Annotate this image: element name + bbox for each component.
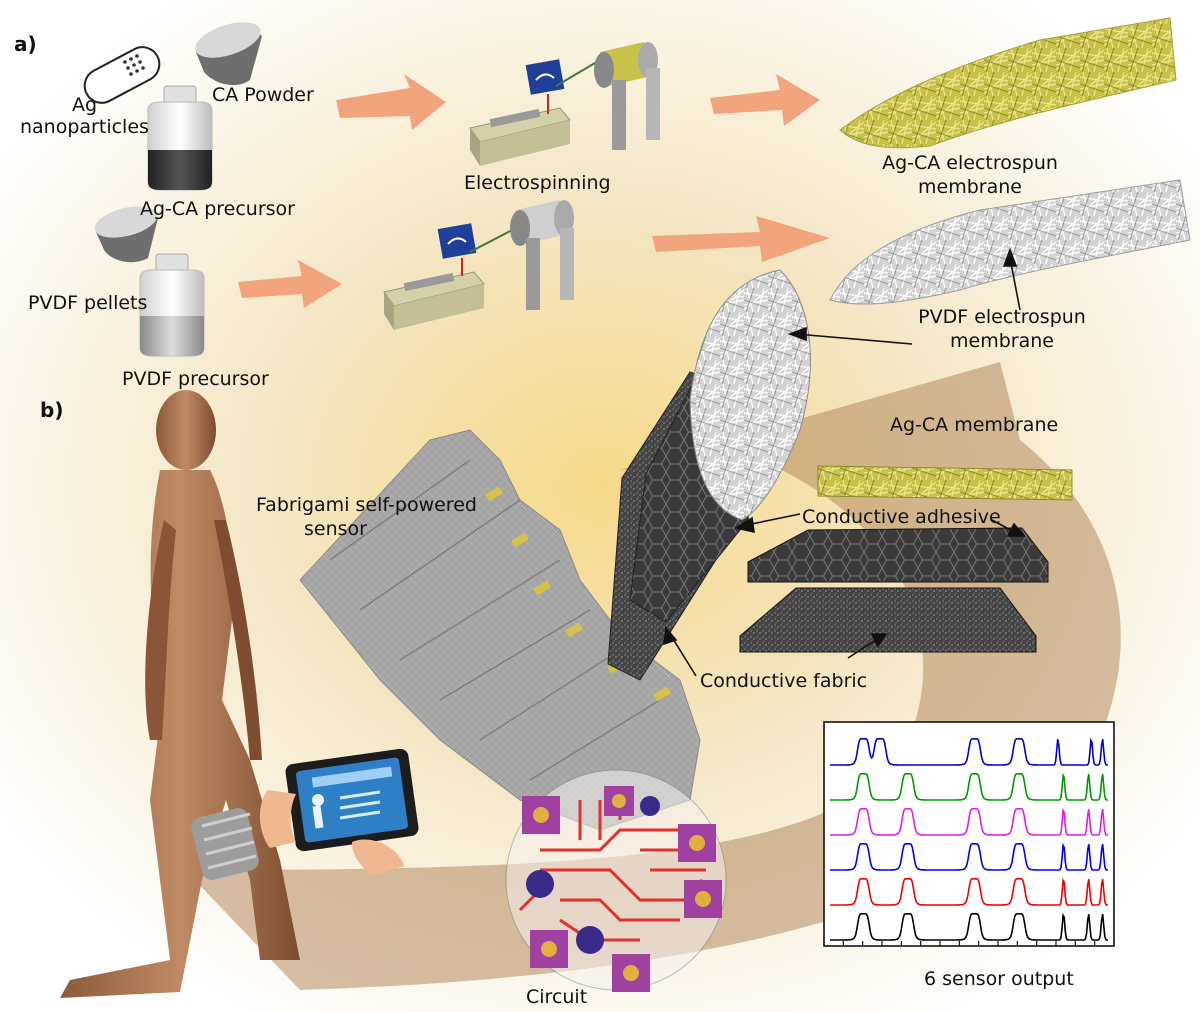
label-six-sensor-output: 6 sensor output: [924, 968, 1074, 990]
electrospinning-setup-bottom: [383, 200, 574, 330]
label-ag-ca-electrospun: Ag-CA electrospun: [882, 152, 1058, 174]
label-pvdf-pellets: PVDF pellets: [28, 292, 148, 314]
label-conductive-adhesive: Conductive adhesive: [802, 506, 1001, 528]
label-conductive-fabric: Conductive fabric: [700, 670, 868, 692]
tablet-device: [260, 748, 419, 876]
sensor-trace-5: [830, 877, 1108, 906]
conductive-adhesive-sheet: [747, 527, 1049, 583]
walking-person: [60, 390, 300, 998]
ag-ca-precursor-bottle: [147, 85, 213, 191]
label-pvdf-precursor: PVDF precursor: [122, 368, 269, 390]
process-arrows: [238, 74, 830, 308]
sensor-trace-4: [830, 842, 1108, 871]
conductive-fabric-sheet: [739, 587, 1037, 653]
label-nanoparticles: nanoparticles: [20, 116, 149, 138]
label-ca-powder: CA Powder: [212, 84, 314, 106]
sensor-output-chart: [823, 721, 1115, 947]
ca-powder-cup: [195, 22, 262, 86]
label-fabrigami: Fabrigami self-powered: [256, 494, 477, 516]
fabrigami-sensor: [299, 429, 701, 831]
label-ag-ca-electrospun-membrane: membrane: [918, 176, 1022, 198]
sensor-trace-6: [830, 912, 1108, 941]
chart-ticks: [823, 941, 1115, 946]
label-pvdf-electrospun-membrane: membrane: [950, 330, 1054, 352]
ag-ca-electrospun-membrane: [839, 17, 1177, 149]
label-ag-ca-membrane: Ag-CA membrane: [890, 414, 1059, 436]
ag-ca-membrane-strip: [817, 465, 1073, 501]
pointer-arrows: [663, 247, 1026, 677]
pvdf-pellets-cup: [94, 206, 158, 263]
panel-label-b: b): [40, 398, 64, 422]
sensor-trace-3: [830, 807, 1108, 836]
chart-lines: [830, 737, 1108, 941]
label-ag: Ag: [72, 94, 98, 116]
pvdf-electrospun-membrane: [829, 179, 1191, 305]
pvdf-membrane-layer: [689, 269, 811, 521]
label-sensor: sensor: [304, 518, 367, 540]
sensor-trace-1: [830, 737, 1108, 766]
ag-nanoparticle-capsule: [83, 46, 161, 104]
label-ag-ca-precursor: Ag-CA precursor: [140, 198, 295, 220]
panel-label-a: a): [14, 32, 37, 56]
label-pvdf-electrospun: PVDF electrospun: [918, 306, 1086, 328]
sensor-trace-2: [830, 772, 1108, 801]
chart-frame: [823, 721, 1115, 947]
label-circuit: Circuit: [526, 986, 588, 1008]
electrospinning-setup-top: [469, 42, 660, 166]
circuit-board: [505, 769, 727, 992]
label-electrospinning: Electrospinning: [464, 172, 611, 194]
pvdf-precursor-bottle: [139, 253, 205, 357]
